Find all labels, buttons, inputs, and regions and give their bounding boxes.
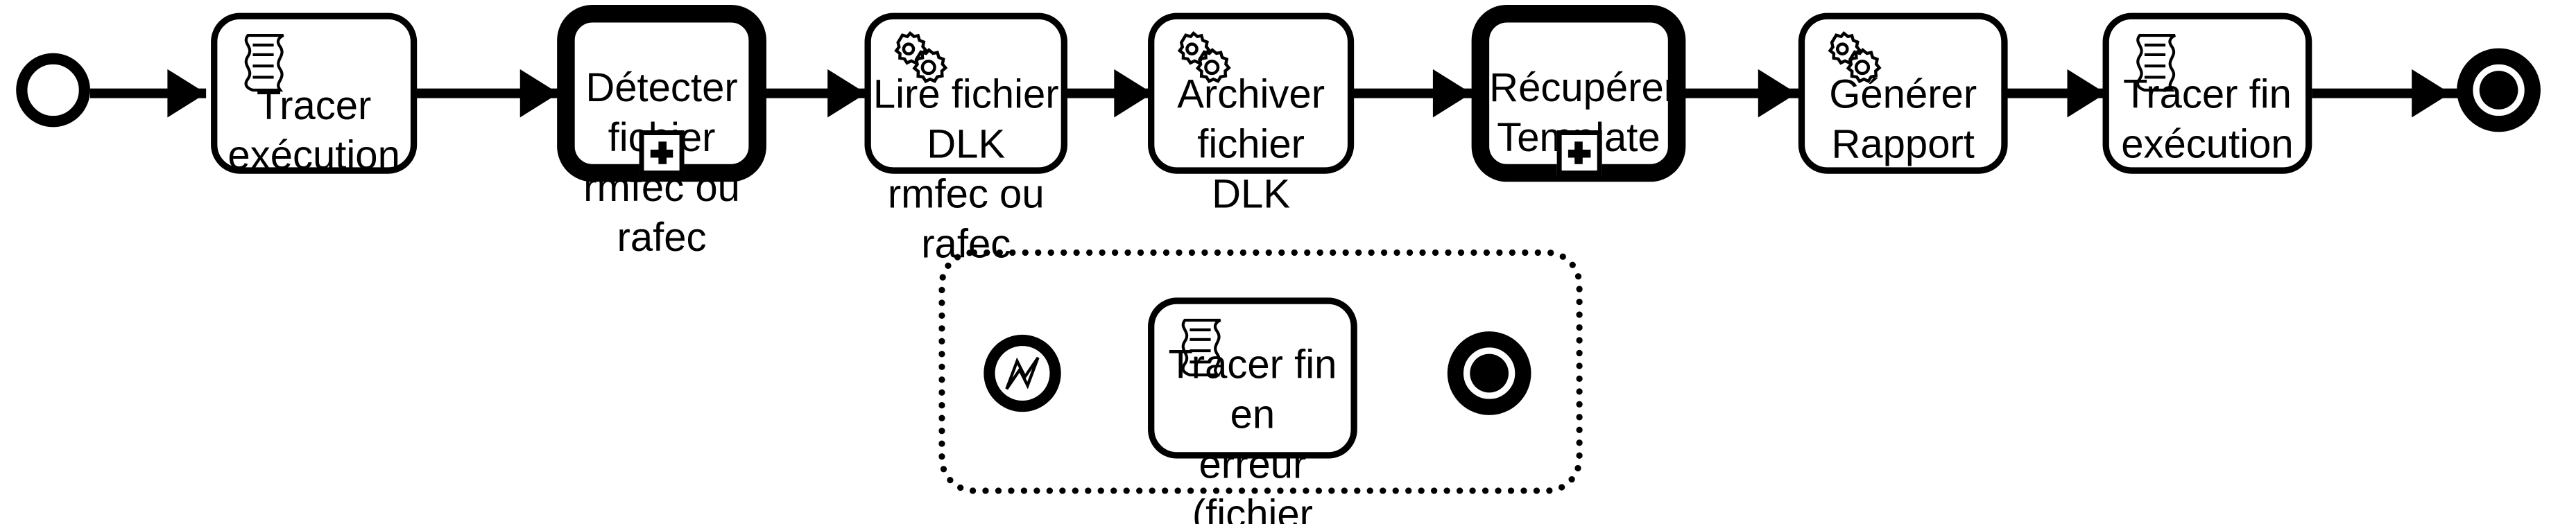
script-icon [244,33,284,92]
script-icon [1181,318,1221,376]
plus-icon[interactable] [1556,130,1602,176]
arrowhead-recuperer-to-generer [1758,69,1797,118]
arrowhead-tracerfin-to-end [2412,69,2450,118]
subprocess-terminate-end-event[interactable] [1447,331,1531,415]
arrowhead-detecter-to-lire [827,69,866,118]
terminate-icon [2479,71,2518,110]
task-detecter-fichier[interactable]: Détecter fichier rmfec ou rafec [557,4,766,261]
terminate-end-event[interactable] [2457,48,2541,132]
task-tracer-fin-execution[interactable]: Tracer fin exécution [2102,12,2312,174]
arrowhead-generer-to-tracerfin [2067,69,2106,118]
error-icon [1005,356,1040,390]
task-lire-fichier-dlk[interactable]: Lire fichier DLK rmfec ou rafec [864,12,1067,267]
gear-icon [1177,31,1231,84]
task-recuperer-template[interactable]: Récupérer Template [1471,4,1686,182]
arrowhead-lire-to-archiver [1114,69,1153,118]
task-tracer-fin-en-erreur[interactable]: Tracer fin en erreur (fichier non trouvé… [1148,297,1357,524]
arrowhead-archiver-to-recuperer [1432,69,1472,118]
gear-icon [1828,31,1882,84]
terminate-icon [1470,353,1509,393]
task-archiver-fichier-dlk[interactable]: Archiver fichier DLK [1148,12,1355,217]
error-start-event[interactable] [984,334,1061,412]
task-generer-rapport[interactable]: Générer Rapport [1798,12,2008,174]
arrowhead-start-to-tracer [167,69,207,118]
script-icon [2136,33,2176,92]
plus-icon[interactable] [639,130,685,176]
task-label: Tracer exécution [227,83,400,179]
gear-icon [894,31,948,84]
task-tracer-execution[interactable]: Tracer exécution [211,12,418,179]
start-event[interactable] [16,53,90,128]
arrowhead-tracer-to-detecter [520,69,559,118]
